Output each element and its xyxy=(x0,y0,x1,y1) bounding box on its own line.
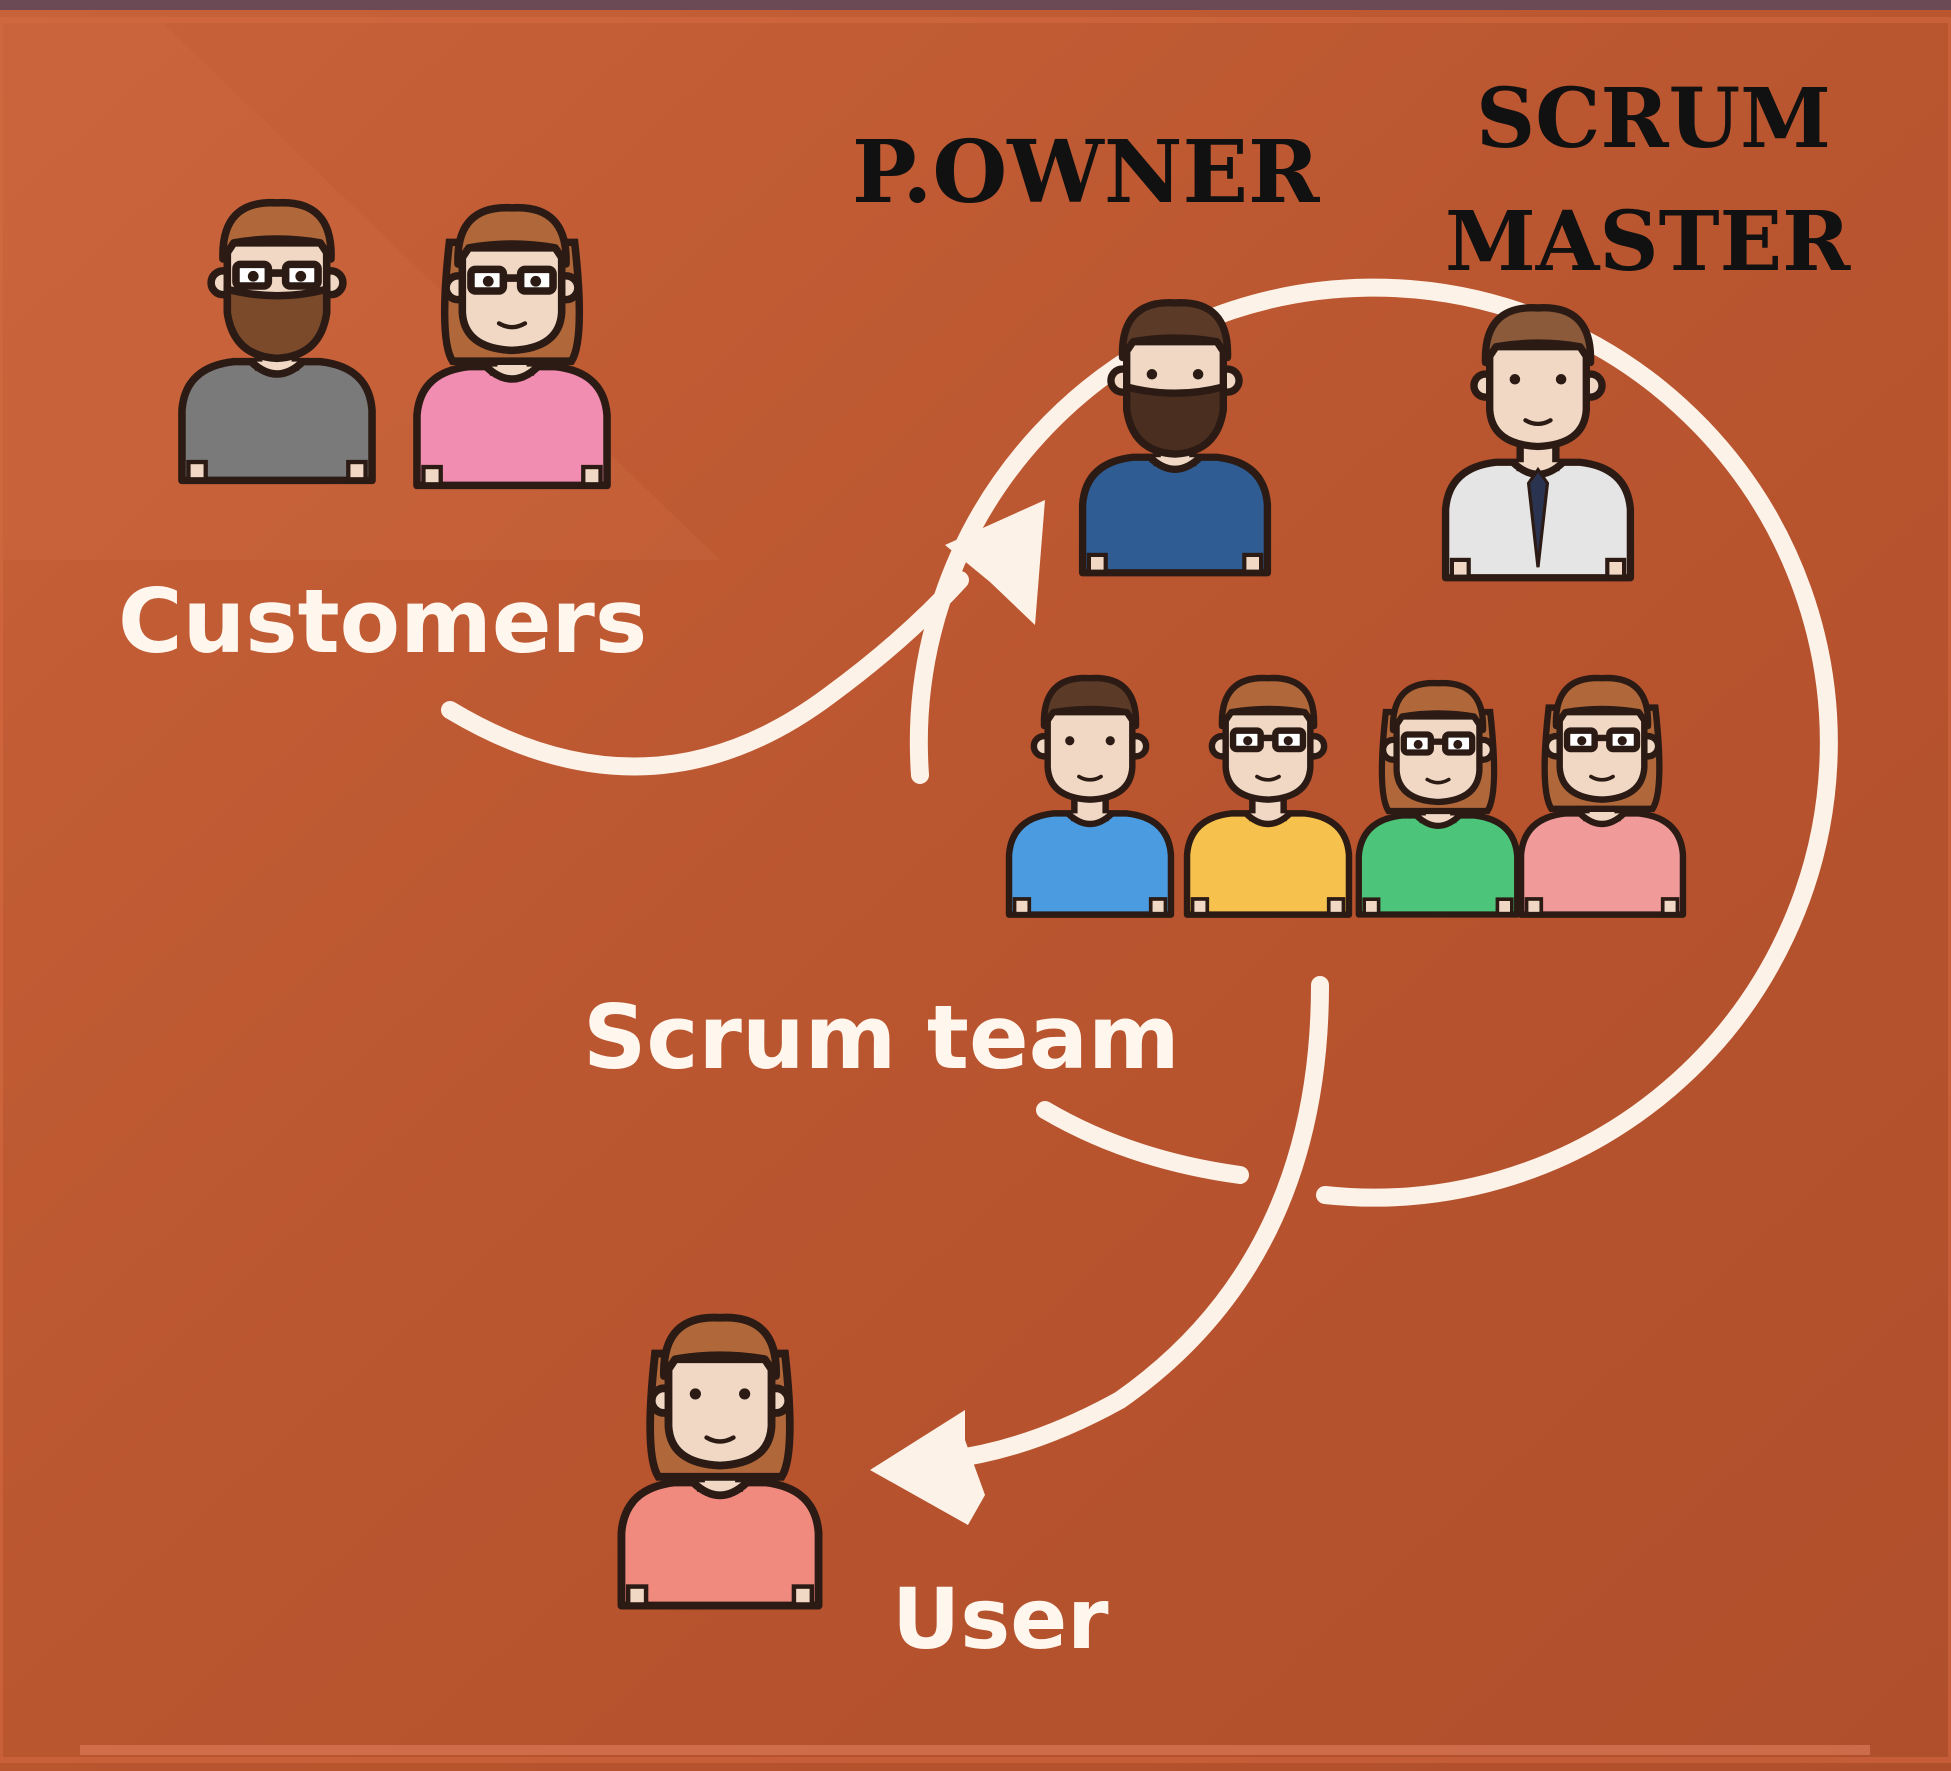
woman-glasses-pink-shirt-icon xyxy=(413,203,611,490)
customers-group xyxy=(178,198,611,490)
scrum-master-figure xyxy=(1441,304,1635,582)
user-figure xyxy=(617,1313,823,1610)
man-tie-white-shirt-icon xyxy=(1441,304,1635,582)
scrum-cycle-arc-lower xyxy=(1036,1101,1249,1184)
user-label: User xyxy=(892,1570,1109,1668)
customers-label: Customers xyxy=(118,570,647,673)
slide-border xyxy=(0,17,1951,1763)
arrow-head-to-owner xyxy=(945,500,1045,625)
woman-coral-shirt-icon xyxy=(617,1313,823,1610)
top-strip xyxy=(0,0,1951,10)
product-owner-figure xyxy=(1078,299,1272,577)
man-blue-shirt-icon xyxy=(1005,674,1175,918)
product-owner-label: P.OWNER xyxy=(852,122,1320,223)
scrum-cycle-arc xyxy=(909,278,1838,1207)
woman-glasses-coral-shirt-icon xyxy=(1517,674,1687,918)
arrow-team-to-user xyxy=(936,976,1329,1469)
arrow-customers-to-owner xyxy=(441,571,969,776)
man-beard-glasses-gray-shirt-icon xyxy=(178,198,376,485)
woman-glasses-green-shirt-icon xyxy=(1355,680,1521,918)
arrow-head-to-user xyxy=(870,1410,985,1525)
team-members-group xyxy=(1005,674,1687,918)
man-beard-blue-shirt-icon xyxy=(1078,299,1272,577)
bottom-strip xyxy=(80,1745,1870,1755)
scrum-master-label-line1: SCRUM xyxy=(1476,71,1831,167)
scrum-master-label-line2: MASTER xyxy=(1445,194,1851,290)
scrum-team-label: Scrum team xyxy=(583,986,1180,1089)
man-glasses-yellow-shirt-icon xyxy=(1183,674,1353,918)
